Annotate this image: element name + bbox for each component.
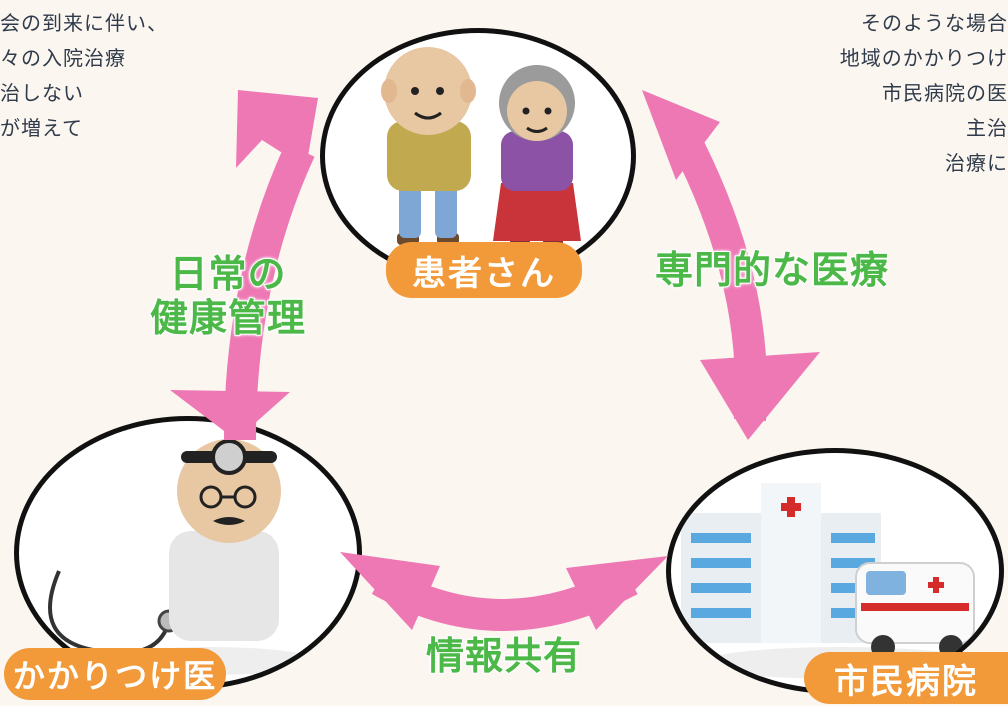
node-label-doctor: かかりつけ医 bbox=[4, 648, 226, 700]
intro-line: 会の到来に伴い、 bbox=[0, 11, 168, 35]
intro-line: 々の入院治療 bbox=[0, 46, 126, 70]
elderly-man-figure bbox=[381, 47, 476, 245]
intro-line: 治療に bbox=[945, 151, 1008, 175]
edge-label-info-sharing: 情報共有 bbox=[425, 633, 582, 679]
node-label-hospital: 市民病院 bbox=[804, 652, 1008, 704]
intro-text-right: そのような場合 地域のかかりつけ 市民病院の医 主治 治療に bbox=[840, 6, 1008, 181]
arrowhead-to-doctor bbox=[170, 390, 290, 440]
edge-label-specialized-care: 専門的な医療 bbox=[654, 247, 889, 293]
intro-line: 主治 bbox=[966, 116, 1008, 140]
intro-line: そのような場合 bbox=[861, 11, 1008, 35]
edge-label-line: 日常の bbox=[168, 251, 287, 297]
edge-label-daily-health: 日常の 健康管理 bbox=[118, 251, 338, 341]
doctor-illustration bbox=[48, 439, 319, 675]
doctor-circle bbox=[14, 416, 362, 690]
arrowhead-to-hospital bbox=[700, 352, 820, 440]
patient-circle bbox=[320, 28, 636, 284]
elderly-woman-figure bbox=[493, 65, 581, 248]
arrowhead-to-patient-right bbox=[642, 90, 720, 180]
arrowhead-to-patient bbox=[236, 90, 318, 168]
intro-line: 治しない bbox=[0, 81, 84, 105]
arrowhead-to-doctor-bottom bbox=[340, 552, 440, 630]
intro-line: 地域のかかりつけ bbox=[839, 46, 1008, 70]
intro-line: が増えて bbox=[0, 116, 83, 140]
node-label-patient: 患者さん bbox=[386, 242, 582, 298]
hospital-circle bbox=[666, 448, 1004, 694]
intro-text-left: 会の到来に伴い、 々の入院治療 治しない が増えて bbox=[0, 6, 168, 146]
edge-label-line: 健康管理 bbox=[149, 295, 306, 341]
arrowhead-to-hospital-bottom bbox=[566, 556, 668, 630]
intro-line: 市民病院の医 bbox=[882, 81, 1008, 105]
